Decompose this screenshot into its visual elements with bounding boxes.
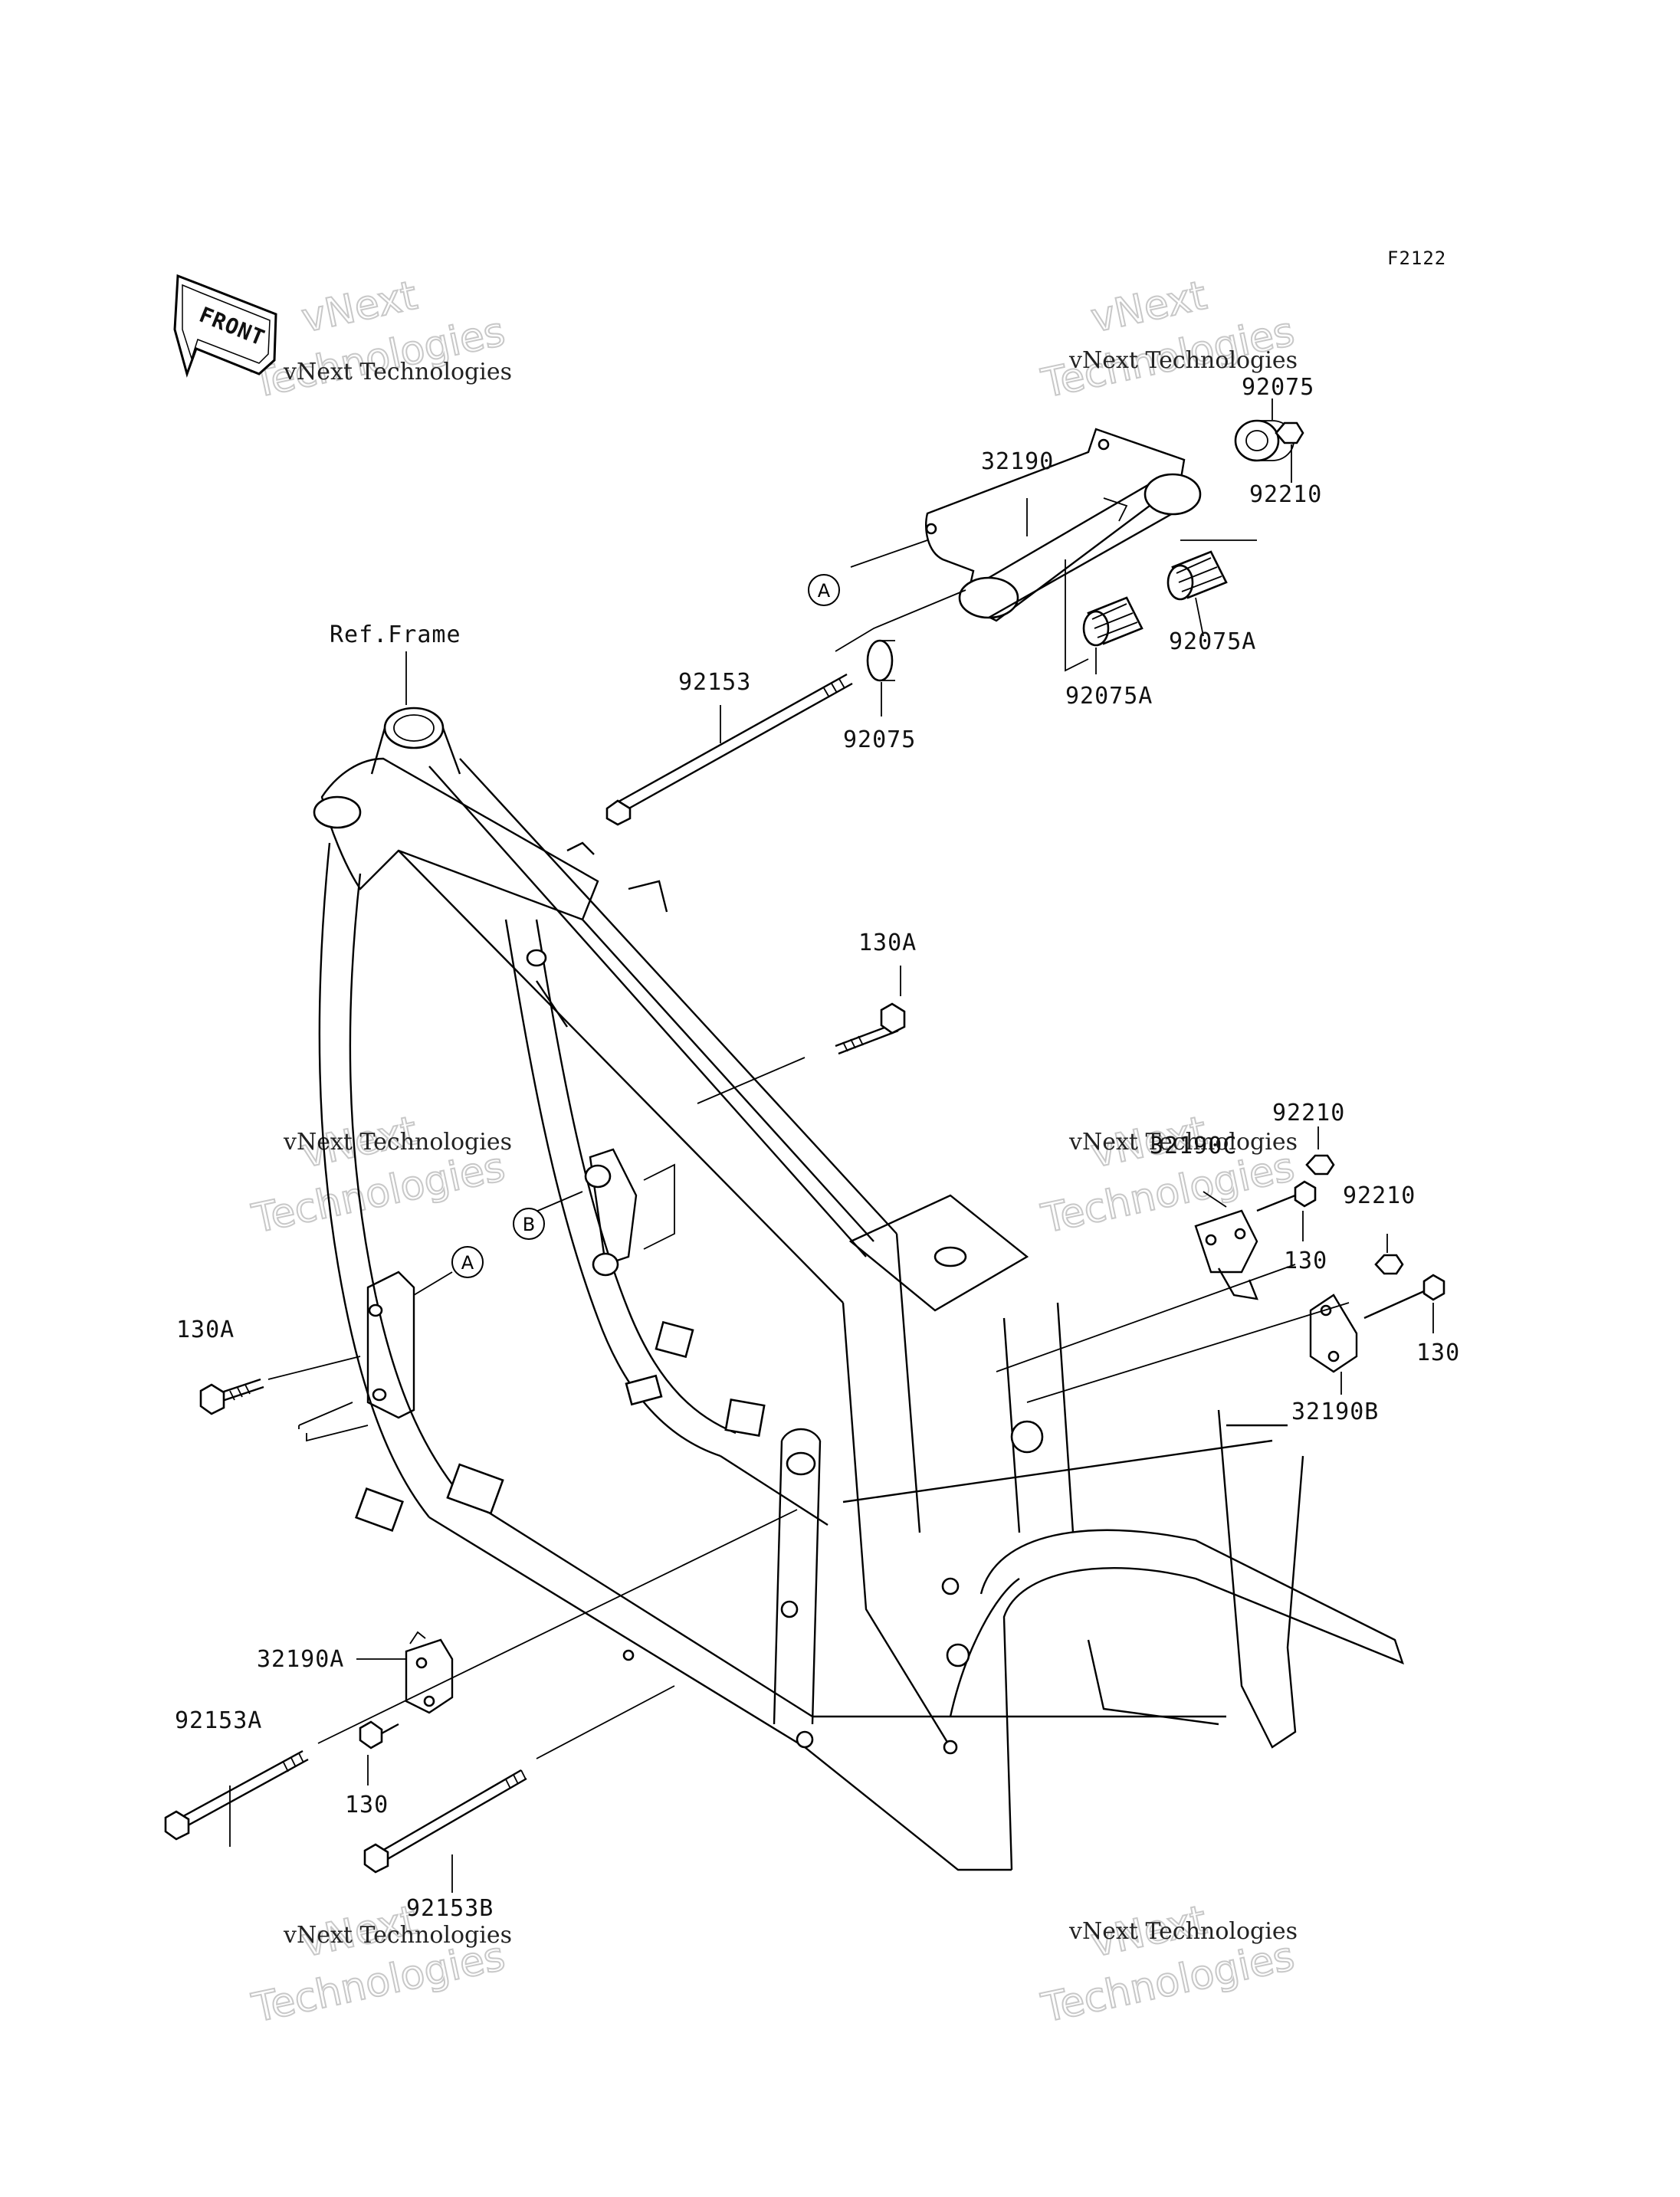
part-label-32190B: 32190B (1291, 1399, 1379, 1425)
leader-line (850, 539, 928, 568)
part-label-92210-r1: 92210 (1272, 1100, 1345, 1126)
motorcycle-frame (313, 707, 1404, 1871)
part-label-92075A-right: 92075A (1169, 628, 1256, 655)
part-label-92210-top: 92210 (1249, 481, 1322, 508)
watermark-text: vNext Technologies (283, 1922, 512, 1949)
watermark-text: vNext Technologies (283, 1129, 512, 1156)
bolt-130-bottom (359, 1720, 399, 1785)
collar-92075A-right (1166, 550, 1228, 601)
nut-92210-r2 (1374, 1254, 1404, 1275)
part-label-32190A: 32190A (257, 1646, 344, 1673)
watermarks: vNext Technologies vNext Technologies vN… (248, 272, 1299, 2033)
part-label-92075A-mid: 92075A (1065, 683, 1153, 710)
watermark-text: vNext Technologies (1068, 1918, 1298, 1945)
figure-code: F2122 (1387, 248, 1446, 269)
bolt-130-r1 (1256, 1180, 1317, 1212)
part-label-130-r2: 130 (1416, 1340, 1460, 1366)
callout-a-left: A (451, 1246, 484, 1278)
nut-92210-r1 (1305, 1154, 1335, 1176)
watermark-mid-right: vNext Technologies (1037, 1107, 1299, 1244)
bracket-32190B (1309, 1294, 1358, 1373)
bolt-130A-top (697, 966, 906, 1104)
bolt-92153 (605, 673, 853, 826)
mount-bracket-a (298, 1271, 453, 1442)
part-label-32190: 32190 (981, 448, 1054, 475)
washer-92075-mid (866, 639, 895, 682)
watermark-text: vNext Technologies (283, 359, 512, 385)
part-label-92153B: 92153B (406, 1895, 494, 1922)
bolt-130-r2 (1363, 1274, 1445, 1320)
callout-a-top: A (808, 574, 840, 606)
watermark-text: vNext Technologies (1068, 1129, 1298, 1156)
leader-line (1195, 597, 1204, 637)
collar-92075A-mid (1082, 596, 1144, 647)
front-arrow-icon: FRONT (173, 274, 277, 378)
watermark-mid-left: vNext Technologies (248, 1107, 510, 1244)
part-label-130-r1: 130 (1284, 1248, 1327, 1274)
callout-letter: A (818, 580, 831, 602)
part-label-130A-top: 130A (858, 930, 917, 956)
leader-line (835, 589, 966, 652)
bolt-92153A (164, 1509, 798, 1841)
callout-b: B (513, 1208, 545, 1240)
watermark-bottom-right: vNext Technologies (1037, 1897, 1299, 2033)
nut-92210-top (1275, 421, 1304, 444)
part-label-130A-left: 130A (176, 1317, 235, 1343)
part-label-92153: 92153 (678, 669, 751, 696)
mount-bracket-b (528, 1148, 675, 1277)
leader-line (996, 1264, 1350, 1403)
ref-frame-label: Ref.Frame (330, 621, 461, 648)
bolt-130A-left (199, 1356, 361, 1415)
part-label-92210-r2: 92210 (1343, 1182, 1416, 1209)
watermark-text: vNext Technologies (1068, 347, 1298, 374)
part-label-92075-top: 92075 (1242, 374, 1314, 401)
front-engine-mount-bracket (925, 428, 1202, 622)
leader-line (1065, 539, 1257, 672)
part-label-92153A: 92153A (175, 1707, 262, 1734)
bracket-32190A (356, 1631, 454, 1714)
part-label-130-bottom: 130 (345, 1792, 389, 1818)
part-label-32190C: 32190C (1150, 1133, 1237, 1159)
bracket-32190C (1194, 1209, 1258, 1300)
leader-line (1203, 1191, 1227, 1208)
callout-letter: A (461, 1252, 474, 1274)
part-label-92075-mid: 92075 (843, 726, 916, 753)
callout-letter: B (523, 1214, 535, 1235)
bolt-92153B (363, 1685, 675, 1893)
washer-92075-top (1234, 419, 1294, 462)
